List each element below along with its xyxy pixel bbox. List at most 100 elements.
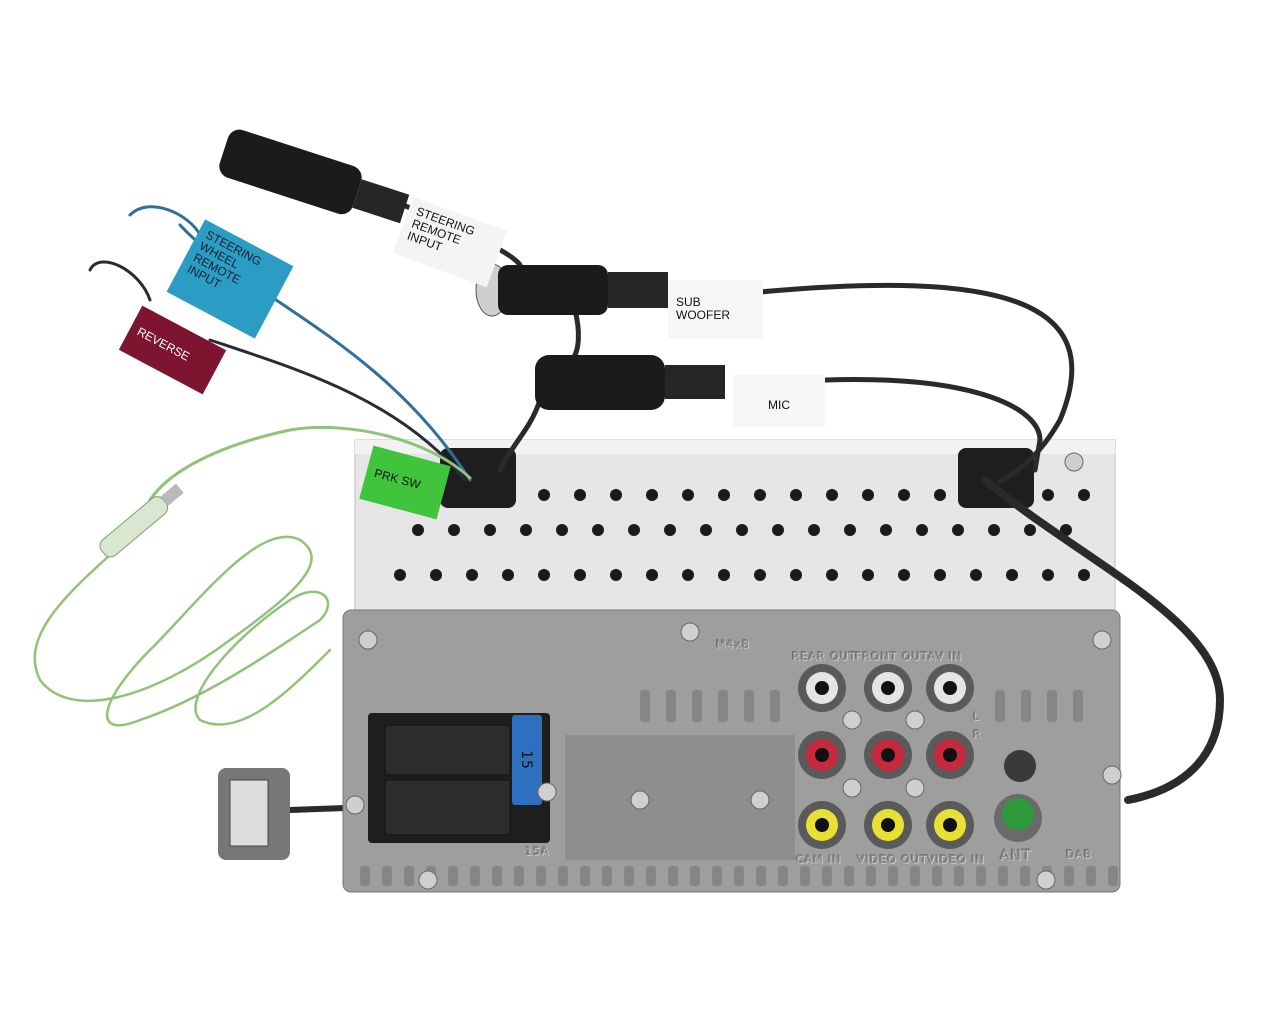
cooling-fin	[734, 866, 744, 886]
screw	[418, 870, 438, 890]
vent-hole	[754, 569, 766, 581]
cooling-fin	[382, 866, 392, 886]
vent-hole	[970, 569, 982, 581]
vent-hole	[772, 524, 784, 536]
cooling-fin	[866, 866, 876, 886]
cable-grommet-right	[958, 448, 1034, 508]
left-channel-label: L	[973, 710, 981, 723]
vent-hole	[412, 524, 424, 536]
fuse-rating-label: 15A	[525, 845, 550, 858]
vent-hole	[520, 524, 532, 536]
cooling-fin	[1073, 690, 1083, 722]
screw	[1064, 452, 1084, 472]
mic-tag: MIC	[733, 375, 825, 427]
fuse	[512, 715, 542, 805]
vent-hole	[934, 489, 946, 501]
cooling-fin	[514, 866, 524, 886]
vent-hole	[880, 524, 892, 536]
cooling-fin	[712, 866, 722, 886]
vent-hole	[664, 524, 676, 536]
ant-label: ANT	[1000, 848, 1032, 864]
cooling-fin	[954, 866, 964, 886]
vent-hole	[934, 569, 946, 581]
vent-hole	[790, 489, 802, 501]
screw	[1092, 630, 1112, 650]
vent-hole	[610, 569, 622, 581]
vent-hole	[862, 569, 874, 581]
vent-hole	[466, 569, 478, 581]
cooling-fin	[1108, 866, 1118, 886]
vent-hole	[718, 489, 730, 501]
mic-plug	[535, 355, 725, 410]
cooling-fin	[360, 866, 370, 886]
cooling-fin	[1047, 690, 1057, 722]
iso-connector	[368, 713, 550, 843]
vent-hole	[1024, 524, 1036, 536]
screw-spec-marking: M4x8	[716, 638, 750, 651]
cooling-fin	[800, 866, 810, 886]
vent-hole	[718, 569, 730, 581]
cooling-fin	[646, 866, 656, 886]
vent-hole	[1006, 569, 1018, 581]
vent-hole	[556, 524, 568, 536]
vent-hole	[610, 489, 622, 501]
cooling-fin	[668, 866, 678, 886]
rca-hole	[815, 748, 829, 762]
screw	[537, 782, 557, 802]
screw	[842, 710, 862, 730]
cooling-fin	[1064, 866, 1074, 886]
cooling-fin	[822, 866, 832, 886]
rca-hole	[881, 748, 895, 762]
cooling-fin	[580, 866, 590, 886]
cooling-fin	[910, 866, 920, 886]
vent-hole	[574, 489, 586, 501]
subwoofer-tag: SUB WOOFER	[668, 280, 763, 338]
rca-hole	[881, 681, 895, 695]
rca-hole	[943, 818, 957, 832]
av-in-label: AV IN	[928, 650, 963, 663]
vent-hole	[448, 524, 460, 536]
vent-hole	[1042, 569, 1054, 581]
antenna-jack	[1002, 798, 1034, 830]
cooling-fin	[1021, 690, 1031, 722]
rca-hole	[943, 681, 957, 695]
vent-hole	[952, 524, 964, 536]
cooling-fin	[888, 866, 898, 886]
right-channel-label: R	[973, 728, 982, 741]
dab-label: DAB	[1066, 848, 1093, 861]
screw	[905, 710, 925, 730]
screw	[1036, 870, 1056, 890]
video-out-label: VIDEO OUT	[857, 853, 928, 866]
screw	[680, 622, 700, 642]
cooling-fin	[1020, 866, 1030, 886]
cooling-fin	[666, 690, 676, 722]
screw	[345, 795, 365, 815]
fuse-value: 15	[517, 750, 534, 770]
rca-hole	[881, 818, 895, 832]
vent-hole	[538, 569, 550, 581]
cooling-fin	[448, 866, 458, 886]
rca-jacks	[798, 664, 974, 849]
rca-hole	[815, 681, 829, 695]
rear-out-label: REAR OUT	[792, 650, 857, 663]
vent-hole	[862, 489, 874, 501]
vent-hole	[538, 489, 550, 501]
vent-hole	[916, 524, 928, 536]
cooling-fin	[844, 866, 854, 886]
vent-hole	[1078, 489, 1090, 501]
cooling-fin	[558, 866, 568, 886]
cooling-fin	[692, 690, 702, 722]
vent-hole	[682, 489, 694, 501]
cooling-fin	[640, 690, 650, 722]
screw	[842, 778, 862, 798]
vent-hole	[484, 524, 496, 536]
vent-hole	[682, 569, 694, 581]
cooling-fin	[976, 866, 986, 886]
ventilation-holes	[394, 489, 1090, 581]
cam-in-label: CAM IN	[796, 853, 842, 866]
cooling-fin	[995, 690, 1005, 722]
inline-connector	[99, 483, 184, 558]
vent-hole	[790, 569, 802, 581]
screw	[750, 790, 770, 810]
